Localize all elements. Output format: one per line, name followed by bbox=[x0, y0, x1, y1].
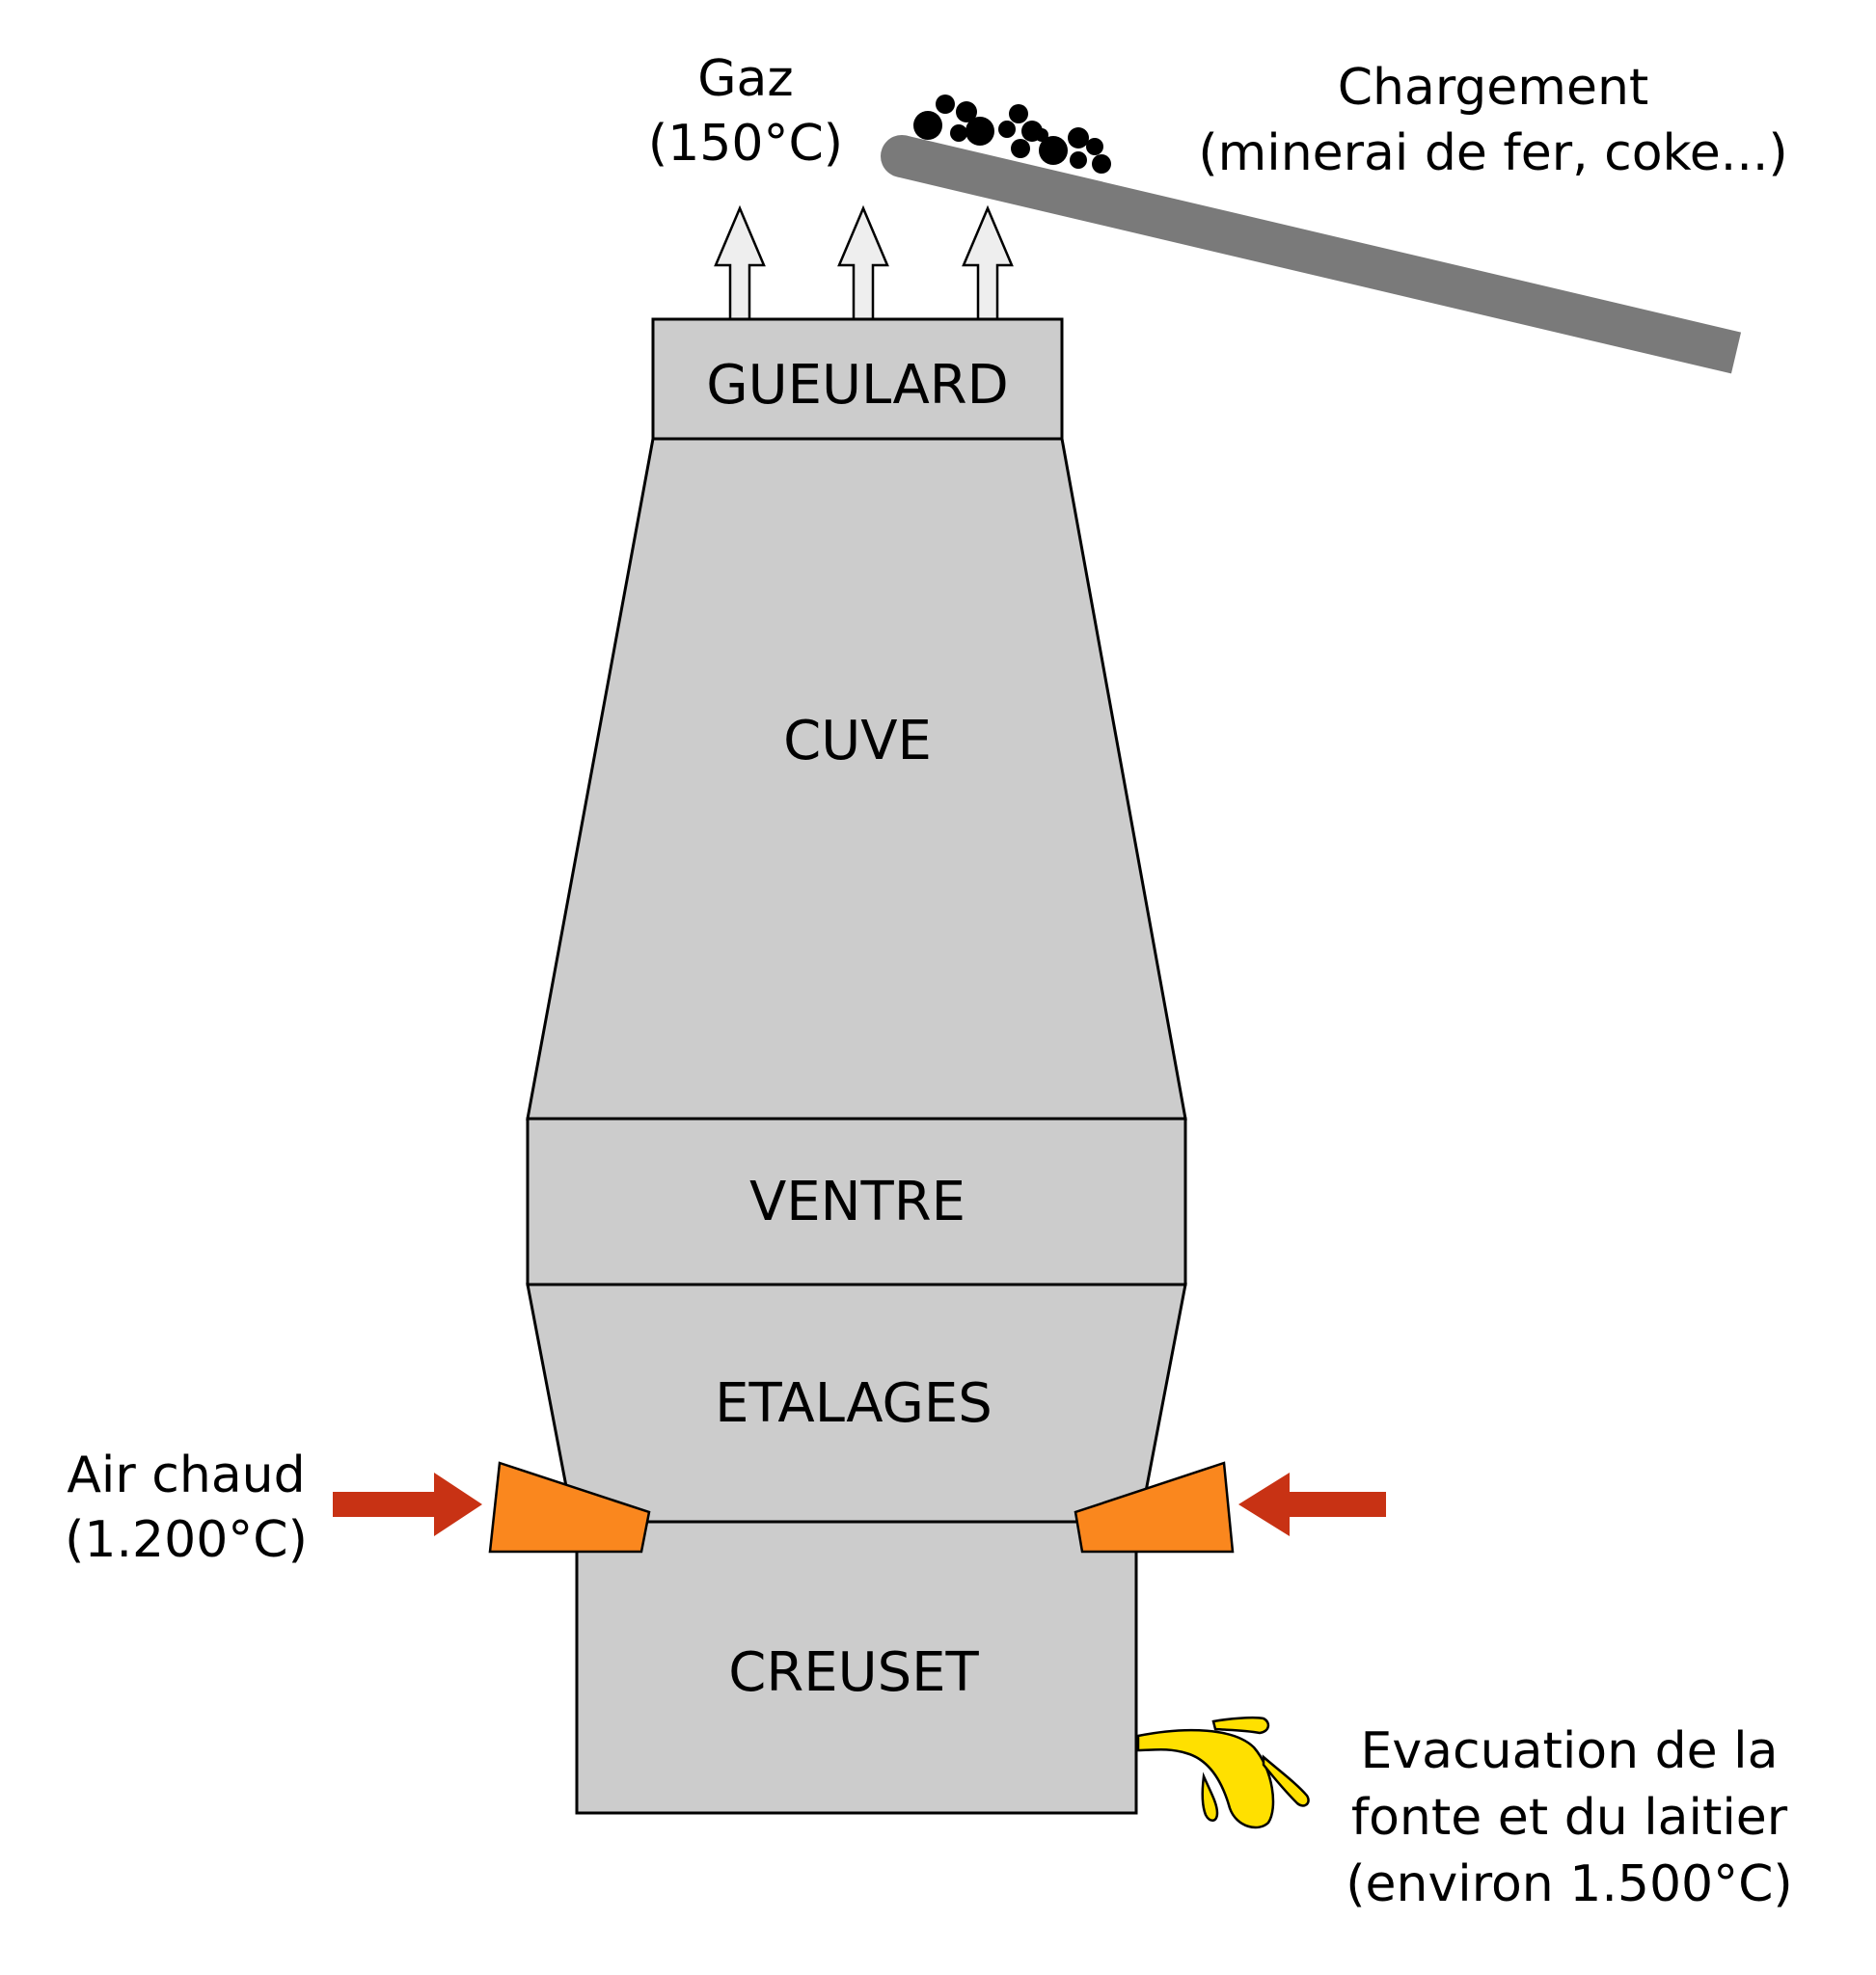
hot-air-callout: Air chaud (1.200°C) bbox=[65, 1447, 308, 1569]
hot-air-label: Air chaud bbox=[67, 1447, 305, 1504]
gas-arrow-left-icon bbox=[714, 204, 766, 321]
label-gueulard: GUEULARD bbox=[706, 354, 1009, 417]
conveyor-belt bbox=[881, 135, 1742, 374]
label-cuve: CUVE bbox=[783, 710, 932, 772]
tuyere-left bbox=[488, 1461, 651, 1554]
label-creuset: CREUSET bbox=[728, 1641, 979, 1704]
gas-arrow-center-icon bbox=[837, 204, 889, 321]
tuyeres bbox=[488, 1461, 1235, 1554]
outflow-callout: Evacuation de la fonte et du laitier (en… bbox=[1346, 1722, 1792, 1913]
zone-gueulard bbox=[651, 317, 1064, 441]
gas-temperature: (150°C) bbox=[648, 115, 843, 173]
zone-ventre bbox=[526, 1117, 1187, 1286]
outflow-line-2: fonte et du laitier bbox=[1351, 1789, 1788, 1847]
zone-creuset bbox=[575, 1520, 1138, 1815]
label-etalages: ETALAGES bbox=[715, 1372, 992, 1435]
charge-label: Chargement bbox=[1338, 59, 1649, 117]
hot-air-temperature: (1.200°C) bbox=[65, 1511, 308, 1569]
zone-cuve bbox=[526, 437, 1187, 1121]
outflow-line-3: (environ 1.500°C) bbox=[1346, 1855, 1792, 1913]
hot-air-arrows bbox=[333, 1473, 1386, 1536]
charge-pellets bbox=[913, 95, 1111, 174]
furnace-body bbox=[526, 317, 1187, 1815]
tuyere-right bbox=[1074, 1461, 1235, 1554]
charge-materials: (minerai de fer, coke...) bbox=[1198, 124, 1787, 182]
hot-air-arrow-left-icon bbox=[333, 1473, 482, 1536]
label-ventre: VENTRE bbox=[749, 1171, 965, 1233]
gas-label: Gaz bbox=[697, 50, 793, 108]
outflow-line-1: Evacuation de la bbox=[1361, 1722, 1779, 1780]
gas-callout: Gaz (150°C) bbox=[648, 50, 843, 173]
charge-callout: Chargement (minerai de fer, coke...) bbox=[1198, 59, 1787, 182]
gas-arrow-right-icon bbox=[962, 204, 1014, 321]
molten-outflow-icon bbox=[1136, 1716, 1310, 1829]
hot-air-arrow-right-icon bbox=[1238, 1473, 1386, 1536]
gas-arrows bbox=[714, 204, 1014, 321]
